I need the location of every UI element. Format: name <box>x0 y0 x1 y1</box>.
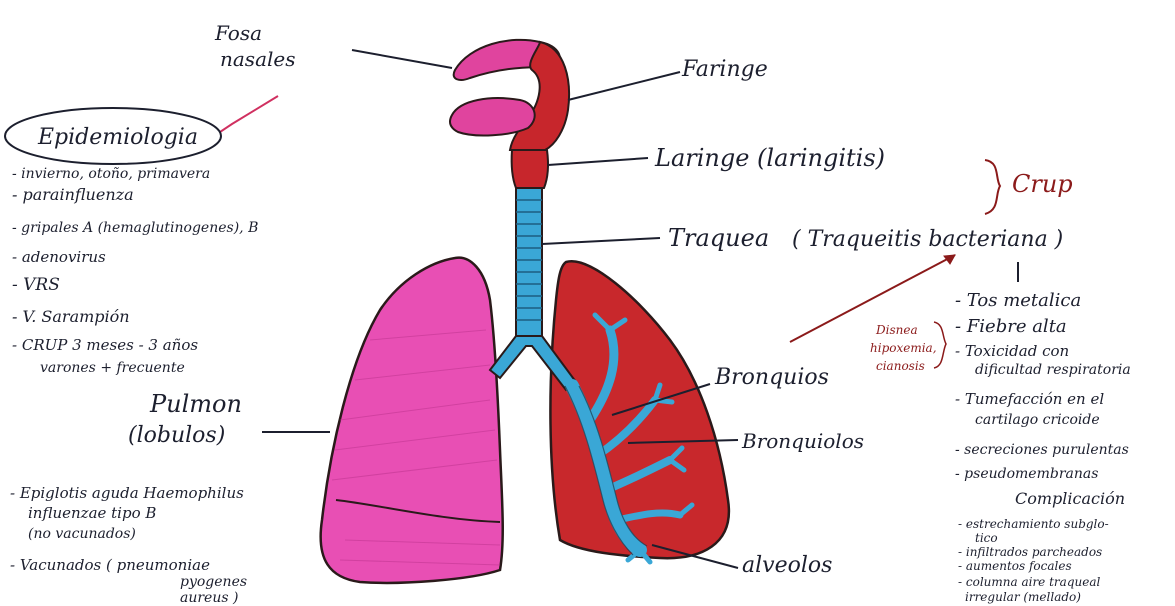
complicacion-item-6: irregular (mellado) <box>965 590 1081 604</box>
etiologia-item-1: - Epiglotis aguda Haemophilus <box>10 484 244 502</box>
clinica-item-3: - Toxicidad con <box>955 342 1069 360</box>
complicacion-item-5: - columna aire traqueal <box>958 575 1100 589</box>
epidemiologia-item-8: varones + frecuente <box>40 360 185 376</box>
clinica-item-8: - pseudomembranas <box>955 466 1098 482</box>
etiologia-item-3: (no vacunados) <box>28 526 136 542</box>
epidemiologia-item-7: - CRUP 3 meses - 3 años <box>12 336 198 354</box>
clinica-item-7: - secreciones purulentas <box>955 442 1129 458</box>
label-bronquios: Bronquios <box>714 365 829 390</box>
epidemiologia-item-3: - gripales A (hemaglutinogenes), B <box>12 220 258 236</box>
trachea <box>516 188 542 338</box>
complicacion-item-3: - infiltrados parcheados <box>958 545 1102 559</box>
etiologia-item-6: aureus ) <box>180 590 238 606</box>
clinica-item-2: - Fiebre alta <box>955 316 1067 337</box>
epidemiologia-item-6: - V. Sarampión <box>12 307 130 326</box>
red-arrow-line <box>790 255 955 342</box>
larynx <box>512 150 548 188</box>
clinica-item-4: dificultad respiratoria <box>975 362 1131 378</box>
label-fosas-2: nasales <box>220 47 296 71</box>
label-traqueitis: ( Traqueitis bacteriana ) <box>792 227 1063 252</box>
label-bronquiolos: Bronquiolos <box>741 429 864 453</box>
clinica-item-1: - Tos metalica <box>955 290 1081 311</box>
label-lobulos: (lobulos) <box>128 423 225 448</box>
label-laringe: Laringe (laringitis) <box>654 144 885 172</box>
label-traquea: Traquea <box>668 224 769 252</box>
signos-line-1: Disnea <box>875 323 918 337</box>
clinica-item-6: cartilago cricoide <box>975 412 1100 428</box>
complicacion-item-2: tico <box>975 531 998 545</box>
complicacion-item-1: - estrechamiento subglo- <box>958 517 1109 531</box>
croup-brace <box>985 160 1000 214</box>
epidemiologia-item-5: - VRS <box>12 275 60 295</box>
epidemiologia-item-4: - adenovirus <box>12 248 106 266</box>
complicacion-item-4: - aumentos focales <box>958 559 1072 573</box>
oral-cavity <box>450 98 535 135</box>
label-croup: Crup <box>1012 170 1073 198</box>
check-mark-icon <box>220 96 278 132</box>
epidemiologia-item-1: - invierno, otoño, primavera <box>12 166 210 182</box>
epidemiologia-title: Epidemiologia <box>37 125 198 150</box>
label-alveolos: alveolos <box>742 553 832 578</box>
clinica-item-5: - Tumefacción en el <box>955 390 1104 408</box>
complicaciones-title: Complicación <box>1015 489 1125 508</box>
label-fosas-1: Fosa <box>214 21 262 45</box>
etiologia-item-2: influenzae tipo B <box>28 504 156 522</box>
etiologia-item-5: pyogenes <box>180 574 247 590</box>
etiologia-item-4: - Vacunados ( pneumoniae <box>10 556 210 574</box>
signos-line-3: cianosis <box>876 359 925 373</box>
signos-line-2: hipoxemia, <box>870 341 937 355</box>
left-lung <box>321 258 503 583</box>
label-faringe: Faringe <box>681 57 768 82</box>
epidemiologia-item-2: - parainfluenza <box>12 185 134 204</box>
label-pulmon: Pulmon <box>149 390 242 418</box>
